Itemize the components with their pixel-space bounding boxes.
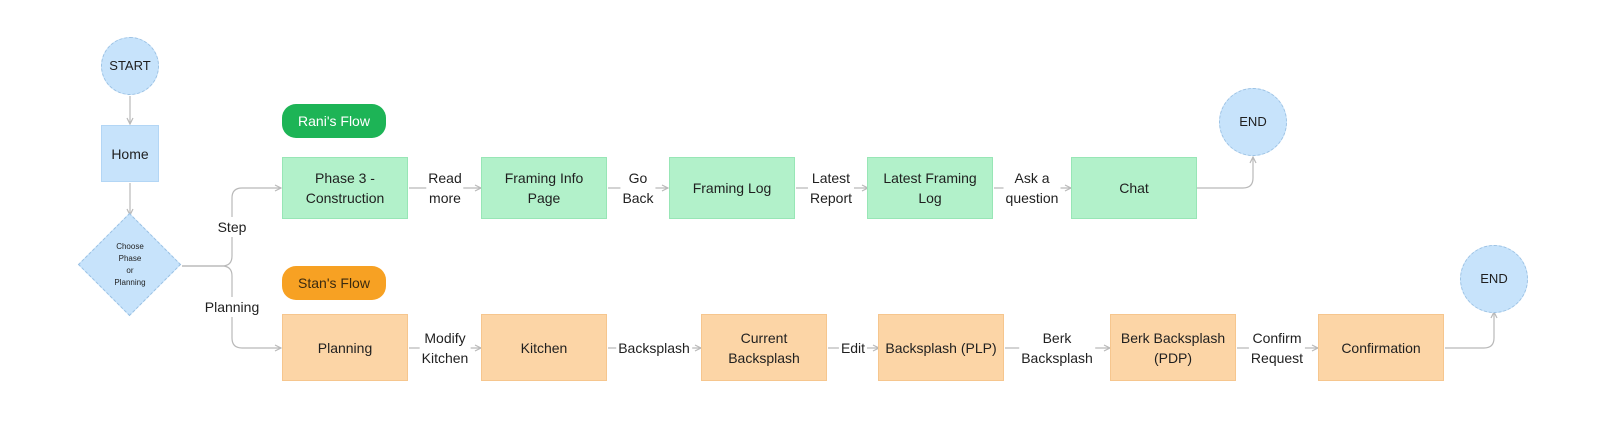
stan-node-planning: Planning [282,314,408,381]
edge-label-edit: Edit [838,338,868,358]
stan-flow-pill: Stan's Flow [282,266,386,300]
stan-node-confirmation: Confirmation [1318,314,1444,381]
stan-node-kitchen: Kitchen [481,314,607,381]
end-node-top: END [1219,88,1287,156]
home-node: Home [101,125,159,182]
edge-rani-end [1197,157,1253,189]
rani-node-framing-log: Framing Log [669,157,795,219]
stan-node-berk-pdp: Berk Backsplash (PDP) [1110,314,1236,381]
edge-label-read-more: Read more [426,168,464,208]
choose-decision-label: Choose Phase or Planning [114,242,146,287]
rani-node-chat: Chat [1071,157,1197,219]
edge-label-ask-question: Ask a question [1003,168,1061,208]
rani-flow-pill: Rani's Flow [282,104,386,138]
edge-label-step: Step [215,217,249,237]
start-node: START [101,37,159,95]
stan-node-current-backsplash: Current Backsplash [701,314,827,381]
stan-node-backsplash-plp: Backsplash (PLP) [878,314,1004,381]
rani-node-framing-info: Framing Info Page [481,157,607,219]
edge-label-berk-backsplash: Berk Backsplash [1019,328,1095,368]
rani-node-latest-framing-log: Latest Framing Log [867,157,993,219]
edge-label-modify-kitchen: Modify Kitchen [419,328,471,368]
rani-node-phase3: Phase 3 - Construction [282,157,408,219]
edge-label-latest-report: Latest Report [807,168,855,208]
edge-label-confirm-request: Confirm Request [1248,328,1306,368]
edge-stan-end [1445,312,1494,349]
end-node-bottom: END [1460,245,1528,313]
edge-label-backsplash: Backsplash [616,338,692,358]
edge-label-go-back: Go Back [620,168,656,208]
edge-label-planning: Planning [202,297,262,317]
choose-decision-node: Choose Phase or Planning [77,212,182,317]
